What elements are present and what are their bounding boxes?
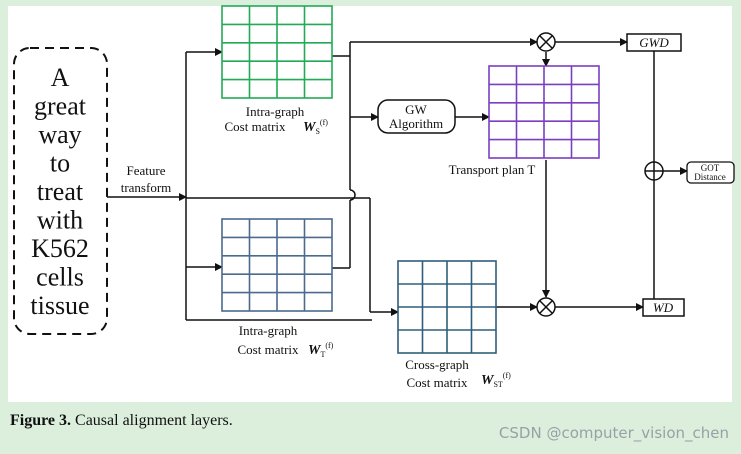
svg-text:GOT: GOT — [701, 163, 720, 173]
feature-transform-label-2: transform — [121, 180, 172, 195]
svg-text:GW: GW — [405, 102, 427, 117]
svg-text:Algorithm: Algorithm — [389, 116, 443, 131]
intra-graph-s-matrix — [221, 5, 333, 99]
svg-text:GWD: GWD — [639, 35, 669, 50]
intra-graph-t-label-2: Cost matrix — [237, 342, 299, 357]
input-box-line: A — [51, 63, 70, 92]
figure-caption: Figure 3. Causal alignment layers. — [10, 412, 233, 430]
cross-graph-label-1: Cross-graph — [405, 357, 469, 372]
intra-graph-t-label-1: Intra-graph — [239, 323, 298, 338]
wd-box: WD — [642, 298, 685, 317]
svg-text:WD: WD — [653, 300, 674, 315]
input-box-line: treat — [37, 177, 84, 206]
input-box-line: tissue — [30, 291, 89, 320]
svg-text:Distance: Distance — [694, 172, 726, 182]
input-box-line: way — [38, 120, 81, 149]
cross-graph-label-2: Cost matrix — [406, 375, 468, 390]
connectors — [107, 38, 688, 321]
intra-graph-t-matrix — [221, 218, 333, 312]
multiply-node-bottom — [536, 297, 556, 317]
watermark: CSDN @computer_vision_chen — [498, 424, 729, 442]
cross-graph-matrix — [397, 260, 497, 354]
input-box-line: with — [37, 206, 83, 235]
cross-graph-symbol: WST(f) — [481, 371, 511, 389]
gwd-box: GWD — [626, 33, 682, 52]
multiply-node-top — [536, 32, 556, 52]
transport-plan-label: Transport plan T — [449, 162, 536, 177]
transport-plan-matrix — [488, 65, 600, 159]
intra-graph-s-label-2: Cost matrix — [224, 119, 286, 134]
input-box-line: great — [34, 92, 87, 121]
input-box-line: K562 — [31, 234, 89, 263]
got-distance-box: GOT Distance — [686, 161, 735, 184]
input-box-line: to — [50, 149, 70, 178]
gw-algorithm-box: GW Algorithm — [377, 99, 456, 134]
input-box-line: cells — [36, 263, 84, 292]
sum-node — [644, 161, 664, 181]
intra-graph-t-symbol: WT(f) — [308, 341, 334, 359]
figure-number: Figure 3. — [10, 412, 72, 429]
intra-graph-s-label-1: Intra-graph — [246, 104, 305, 119]
intra-graph-s-symbol: WS(f) — [303, 118, 328, 136]
caption-text: Causal alignment layers. — [71, 412, 233, 429]
feature-transform-label-1: Feature — [127, 163, 166, 178]
